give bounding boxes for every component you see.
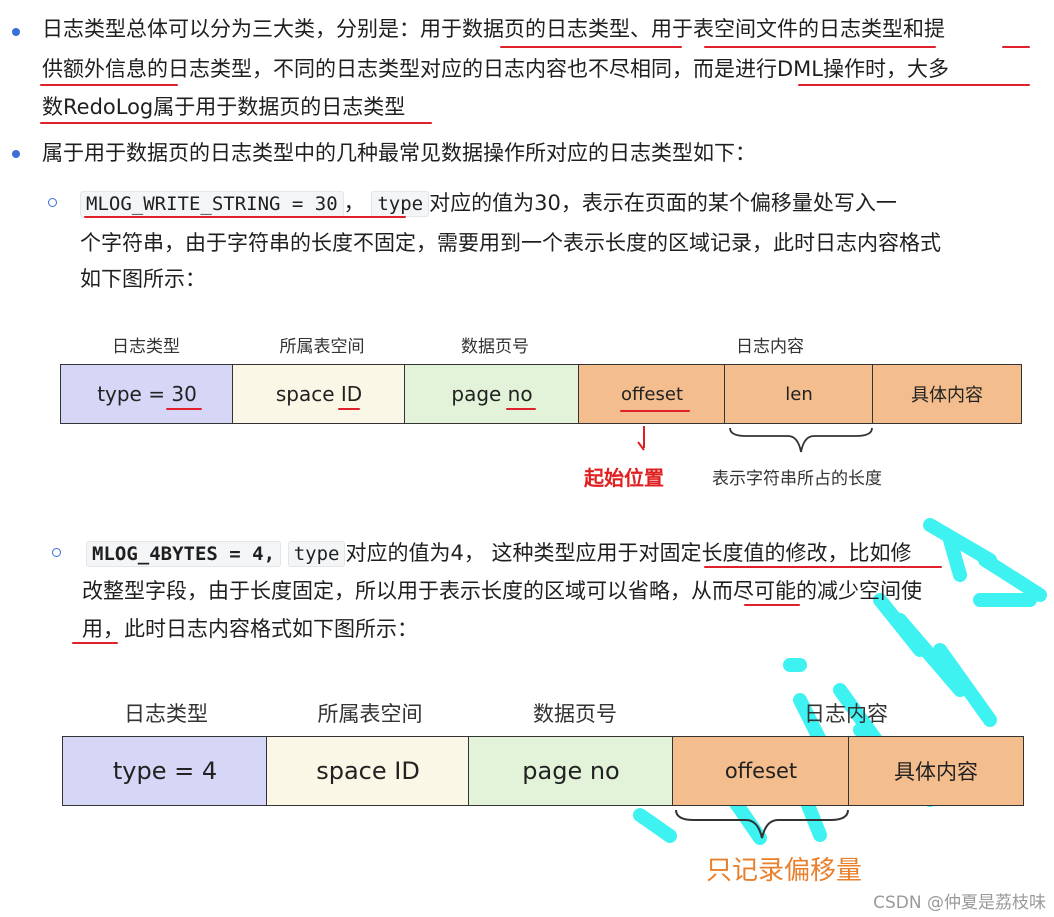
diagram2-cell-page-no: page no (468, 736, 674, 806)
sub-bullet-2 (52, 548, 61, 557)
code-type: type (287, 541, 346, 567)
start-position-label: 起始位置 (584, 466, 664, 490)
offset-only-note: 只记录偏移量 (706, 856, 863, 886)
len-note: 表示字符串所占的长度 (712, 469, 882, 489)
item1-sep: ， (343, 191, 365, 215)
diagram2-cell-content: 具体内容 (848, 736, 1024, 806)
diagram2-cell-space-id: space ID (266, 736, 470, 806)
item2-text-1: 对应的值为4， 这种类型应用于对固定长度值的修改，比如修 (345, 541, 912, 565)
diagram1-cell-type: type = 30 (60, 364, 234, 424)
underline-mark (40, 84, 178, 86)
underline-mark (40, 122, 432, 124)
underline-mark (744, 604, 800, 606)
underline-mark (84, 216, 406, 218)
diagram2-cell-offset: offeset (672, 736, 850, 806)
underline-mark (798, 84, 1030, 86)
intro-line-1: 日志类型总体可以分为三大类，分别是：用于数据页的日志类型、用于表空间文件的日志类… (42, 17, 945, 41)
item1-line-3: 如下图所示： (80, 267, 206, 291)
diagram2-header-content: 日志内容 (804, 702, 888, 726)
diagram1-cell-len: len (724, 364, 874, 424)
diagram2-header-page: 数据页号 (533, 702, 617, 726)
item1-text-1: 对应的值为30，表示在页面的某个偏移量处写入一 (429, 191, 897, 215)
diagram1-header-content: 日志内容 (736, 337, 804, 357)
diagram1-header-type: 日志类型 (112, 337, 180, 357)
item2-line-2: 改整型字段，由于长度固定，所以用于表示长度的区域可以省略，从而尽可能的减少空间使 (82, 579, 922, 603)
intro-line-2: 供额外信息的日志类型，不同的日志类型对应的日志内容也不尽相同，而是进行DML操作… (42, 57, 949, 81)
sub-bullet-1 (48, 198, 57, 207)
code-mlog-write-string: MLOG_WRITE_STRING = 30 (80, 191, 344, 217)
underline-mark (506, 408, 536, 410)
intro-line-3: 数RedoLog属于用于数据页的日志类型 (42, 95, 406, 119)
watermark: CSDN @仲夏是荔枝味 (873, 893, 1046, 913)
code-type: type (371, 191, 430, 217)
diagram1-header-space: 所属表空间 (279, 337, 365, 357)
underline-mark (704, 566, 942, 568)
bullet-2-text: 属于用于数据页的日志类型中的几种最常见数据操作所对应的日志类型如下： (42, 141, 756, 165)
underline-mark (72, 642, 118, 644)
underline-mark (338, 408, 360, 410)
bullet-2 (12, 150, 20, 158)
underline-mark (166, 408, 202, 410)
diagram2-header-type: 日志类型 (124, 702, 208, 726)
bullet-1 (12, 28, 20, 36)
diagram1-cell-offset: offeset (578, 364, 726, 424)
diagram1-header-page: 数据页号 (461, 337, 529, 357)
code-mlog-4bytes: MLOG_4BYTES = 4, (86, 541, 282, 567)
underline-mark (620, 410, 690, 412)
diagram2-header-space: 所属表空间 (317, 702, 423, 726)
item2-line-3: 用，此时日志内容格式如下图所示： (82, 617, 418, 641)
diagram2-cell-type: type = 4 (62, 736, 268, 806)
underline-mark (704, 46, 936, 48)
brace-icon (675, 809, 849, 839)
diagram1-cell-space-id: space ID (232, 364, 406, 424)
diagram1-cell-content: 具体内容 (872, 364, 1022, 424)
brace-icon (729, 427, 873, 453)
arrow-down-icon (637, 426, 645, 451)
underline-mark (500, 46, 682, 48)
diagram1-cell-page-no: page no (404, 364, 580, 424)
underline-mark (1002, 46, 1030, 48)
item1-line-2: 个字符串，由于字符串的长度不固定，需要用到一个表示长度的区域记录，此时日志内容格… (80, 231, 941, 255)
